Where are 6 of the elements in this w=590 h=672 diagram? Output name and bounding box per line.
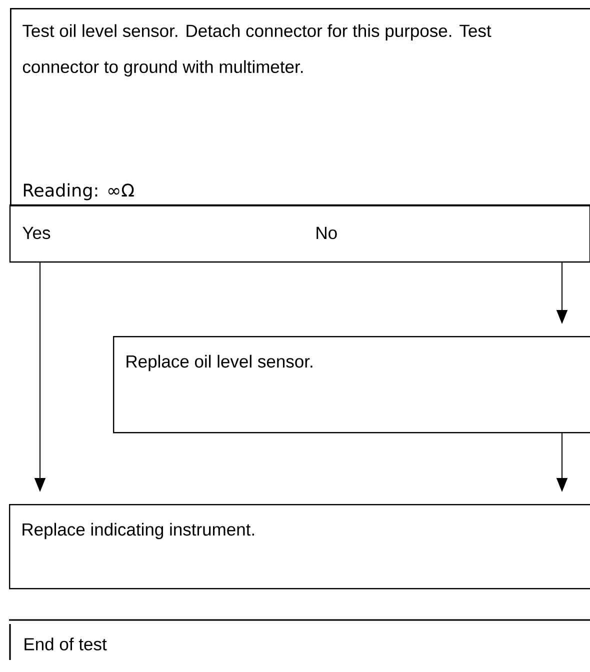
end-box: End of test (9, 619, 590, 660)
process-box: Replace indicating instrument. (9, 504, 590, 590)
process-box: Replace oil level sensor. (113, 336, 590, 434)
question-box: Test oil level sensor. Detach connector for this purpose. Test connector to ground with multimeter. Reading: ∞Ω (10, 8, 590, 206)
answer-cell: Yes (9, 204, 300, 263)
answer-cell: No (300, 204, 590, 263)
